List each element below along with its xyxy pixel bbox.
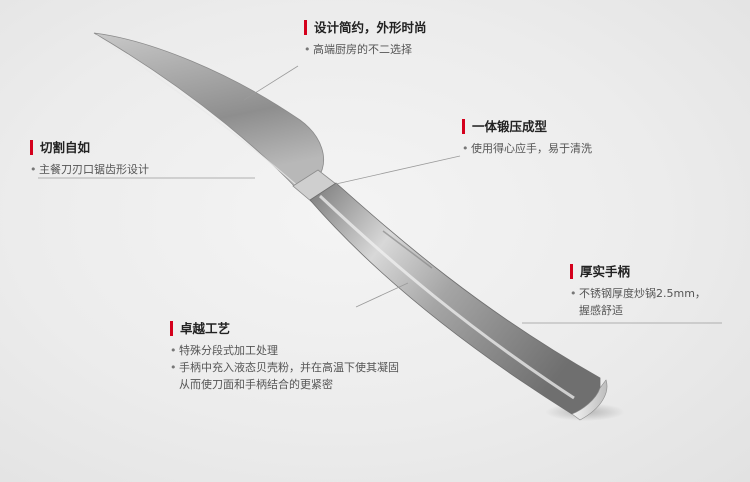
callout-design-bullet-1: •高端厨房的不二选择	[304, 43, 412, 56]
callout-craft-title: 卓越工艺	[170, 321, 399, 336]
callout-cut: 切割自如 •主餐刀刃口锯齿形设计	[30, 140, 149, 178]
callout-craft-continuation: 从而使刀面和手柄结合的更紧密	[179, 378, 333, 391]
callout-cut-title: 切割自如	[30, 140, 149, 155]
callout-forged-title: 一体锻压成型	[462, 119, 592, 134]
handle-engraving	[382, 230, 433, 269]
callout-design: 设计简约，外形时尚 •高端厨房的不二选择	[304, 20, 427, 58]
blade-edge-highlight	[95, 34, 301, 189]
callout-craft: 卓越工艺 •特殊分段式加工处理 •手柄中充入液态贝壳粉，并在高温下使其凝固 从而…	[170, 321, 399, 393]
leader-line-craft	[355, 282, 409, 308]
callout-forged: 一体锻压成型 •使用得心应手，易于清洗	[462, 119, 592, 157]
handle-highlight	[318, 194, 575, 400]
callout-forged-bullet-1: •使用得心应手，易于清洗	[462, 142, 592, 155]
handle-end-cap	[571, 379, 608, 421]
callout-design-title: 设计简约，外形时尚	[304, 20, 427, 35]
callout-handle-continuation: 握感舒适	[579, 304, 623, 317]
callout-handle-bullet-1: •不锈钢厚度炒锅2.5mm，	[570, 287, 706, 300]
callout-handle: 厚实手柄 •不锈钢厚度炒锅2.5mm， 握感舒适	[570, 264, 706, 319]
leader-line-design	[243, 65, 299, 101]
leader-line-forged	[335, 155, 461, 185]
callout-craft-bullet-2: •手柄中充入液态贝壳粉，并在高温下使其凝固	[170, 361, 399, 374]
callout-cut-bullet-1: •主餐刀刃口锯齿形设计	[30, 163, 149, 176]
callout-craft-bullet-1: •特殊分段式加工处理	[170, 344, 278, 357]
callout-handle-title: 厚实手柄	[570, 264, 706, 279]
knife-blade	[93, 32, 324, 191]
